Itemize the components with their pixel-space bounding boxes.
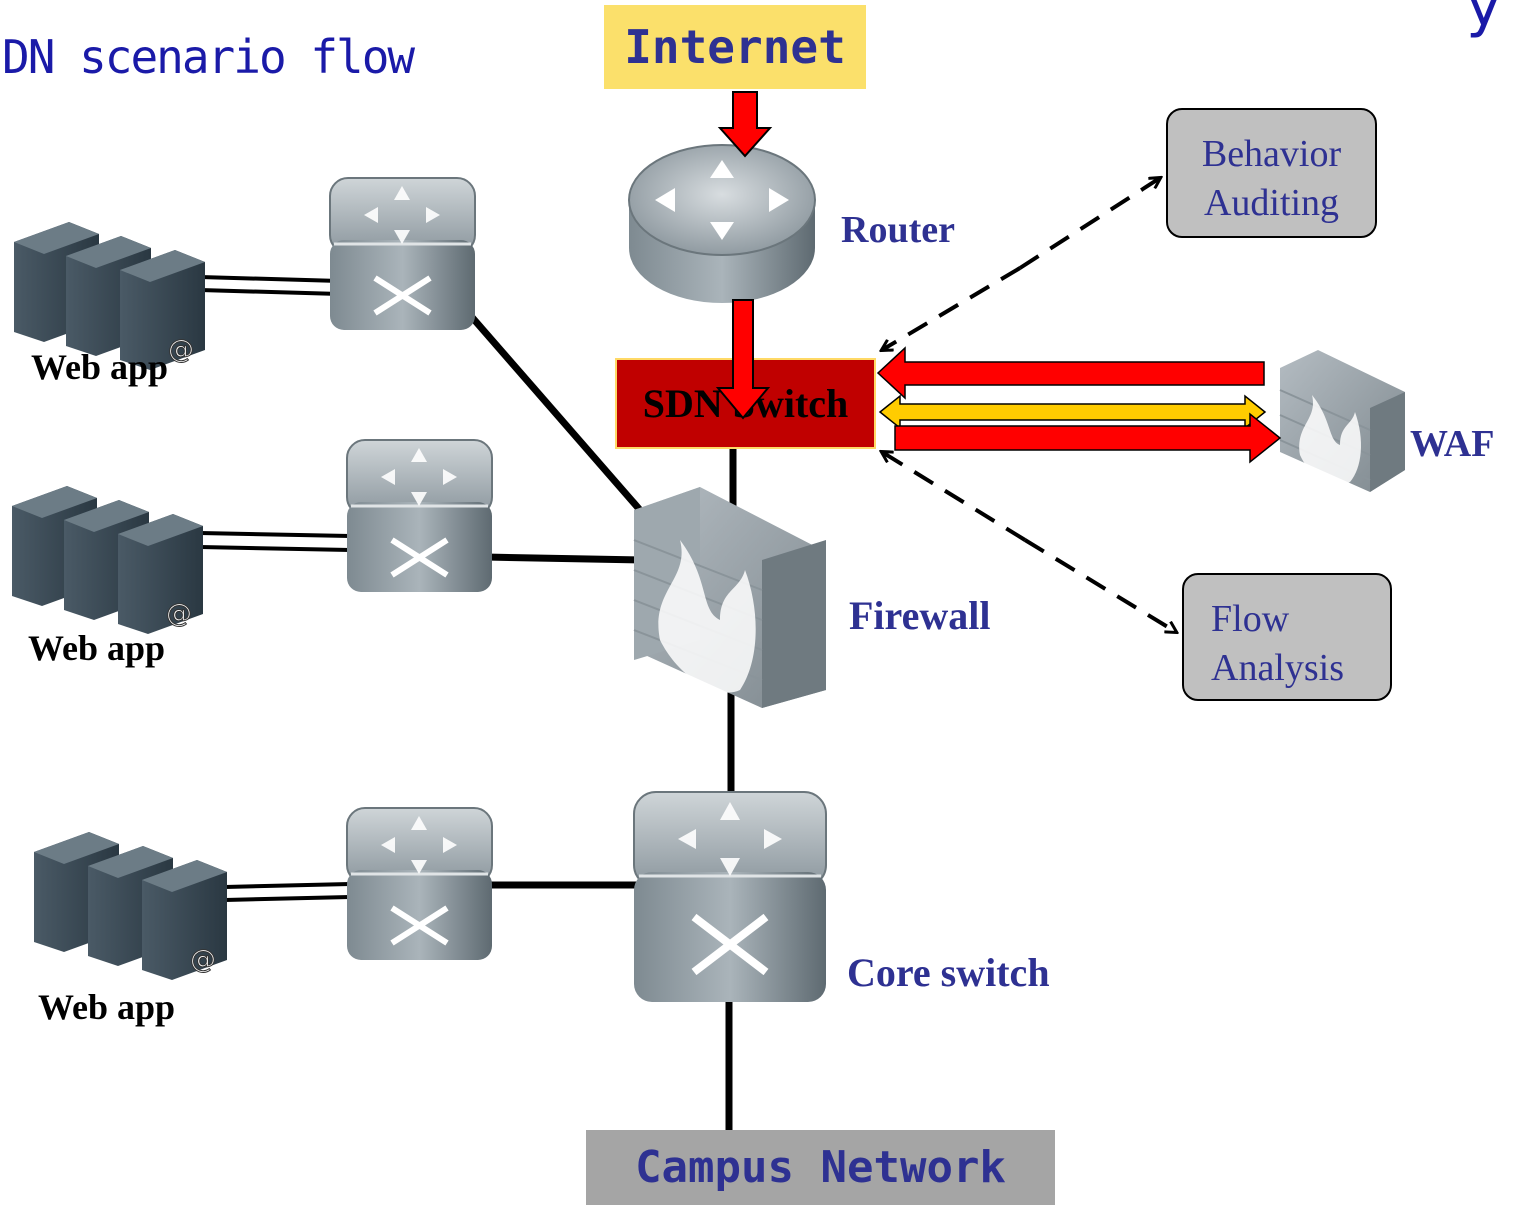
flow-analysis-line2: Analysis (1211, 647, 1344, 690)
access-switch-2 (346, 439, 493, 592)
waf-icon (1279, 350, 1405, 492)
server-links (199, 275, 351, 902)
behavior-auditing-line1: Behavior (1201, 133, 1342, 175)
dashed-arrow-to-sdn-bottom (882, 452, 1027, 542)
web-app-label-2: Web app (28, 628, 166, 668)
server-stack-3: @ (34, 832, 227, 980)
server-stack-1: @ (14, 222, 205, 370)
diagram-title: DN scenario flow (2, 30, 415, 84)
link-switch1-firewall (454, 297, 643, 513)
web-app-label-1: Web app (31, 347, 169, 387)
sdn-switch-node: SDN Switch (615, 358, 876, 449)
core-switch-label: Core switch (847, 950, 1050, 995)
router-icon (628, 144, 816, 303)
campus-network-node: Campus Network (586, 1130, 1055, 1205)
link-switch2-firewall (484, 553, 641, 564)
svg-text:@: @ (168, 335, 194, 365)
web-app-label-3: Web app (38, 987, 176, 1027)
dashed-arrow-to-sdn-top (882, 266, 1022, 350)
flow-analysis-line1: Flow (1211, 598, 1290, 640)
internet-node: Internet (604, 5, 866, 89)
svg-text:@: @ (190, 945, 216, 975)
core-switch-icon (633, 791, 827, 1002)
behavior-auditing-node: Behavior Auditing (1166, 108, 1377, 238)
access-switch-3 (346, 807, 493, 960)
connection-lines (454, 297, 737, 1132)
server-stack-2: @ (12, 486, 203, 634)
access-switch-1 (329, 177, 476, 330)
arrow-internet-to-router (717, 91, 773, 158)
router-label: Router (841, 209, 955, 251)
dashed-arrow-to-flow (1023, 538, 1176, 632)
dashed-arrows (882, 178, 1176, 632)
firewall-label: Firewall (849, 593, 991, 638)
title-tail-fragment: y (1466, 0, 1502, 40)
svg-text:@: @ (166, 599, 192, 629)
behavior-auditing-line2: Auditing (1203, 182, 1340, 225)
dashed-arrow-to-behavior (1018, 178, 1160, 270)
firewall-icon (633, 487, 826, 708)
waf-label: WAF (1410, 423, 1495, 465)
flow-analysis-node: Flow Analysis (1182, 573, 1392, 701)
